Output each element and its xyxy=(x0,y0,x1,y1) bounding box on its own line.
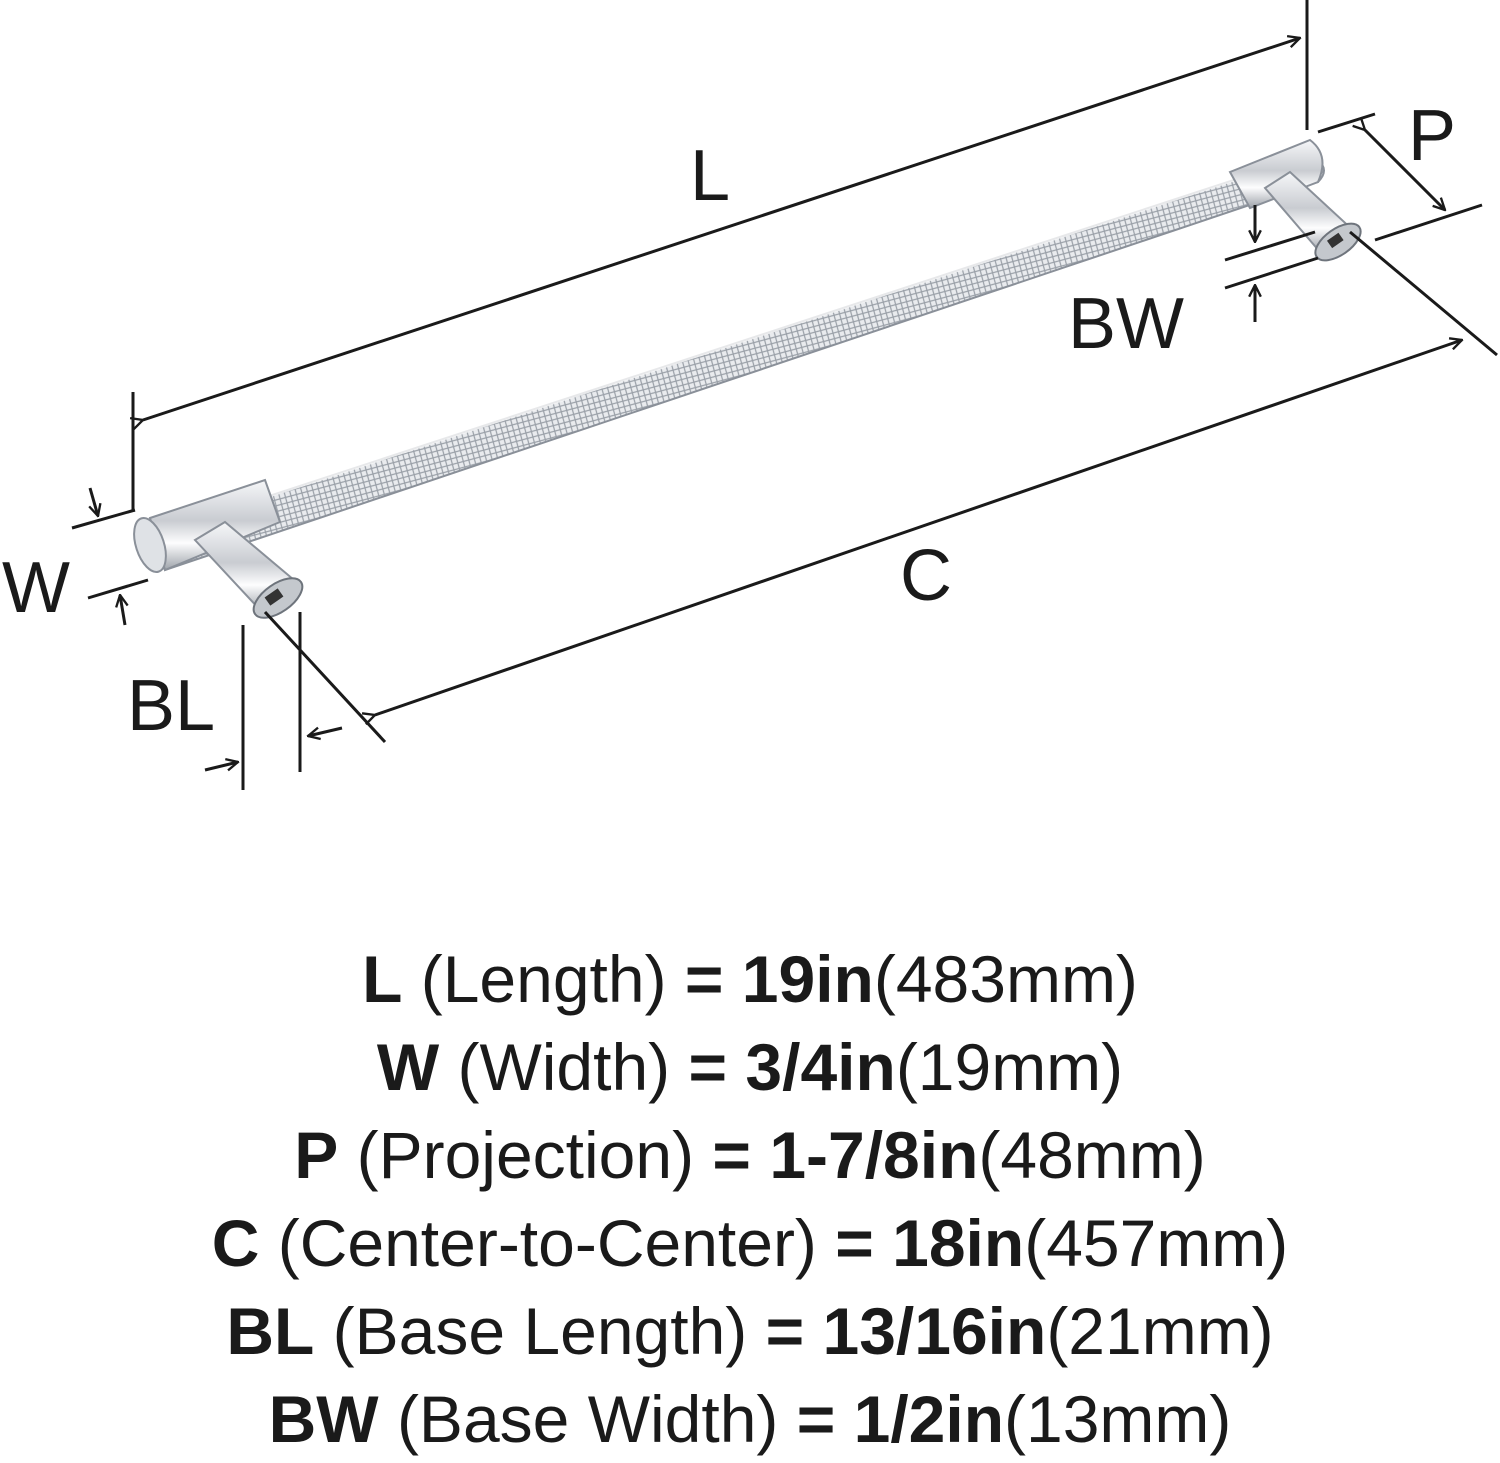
spec-metric: (13mm) xyxy=(1004,1382,1232,1456)
spec-metric: (21mm) xyxy=(1046,1294,1274,1368)
spec-equals: = xyxy=(796,1382,836,1456)
spec-metric: (457mm) xyxy=(1024,1206,1289,1280)
spec-imperial: 13/16in xyxy=(822,1294,1047,1368)
spec-name: (Width) xyxy=(457,1030,671,1104)
spec-row-center-to-center: C (Center-to-Center) = 18in(457mm) xyxy=(0,1199,1500,1287)
label-BW: BW xyxy=(1068,284,1184,364)
width-dimension: W xyxy=(2,487,149,628)
right-post xyxy=(1263,170,1362,262)
spec-code: BW xyxy=(268,1382,379,1456)
projection-dimension: P xyxy=(1317,96,1483,242)
spec-equals: = xyxy=(688,1030,728,1104)
spec-equals: = xyxy=(712,1118,751,1192)
spec-name: (Base Length) xyxy=(332,1294,748,1368)
spec-imperial: 1-7/8in xyxy=(769,1118,979,1192)
spec-equals: = xyxy=(684,942,724,1016)
spec-row-base-length: BL (Base Length) = 13/16in(21mm) xyxy=(0,1287,1500,1375)
spec-name: (Length) xyxy=(420,942,667,1016)
spec-row-length: L (Length) = 19in(483mm) xyxy=(0,935,1500,1023)
spec-equals: = xyxy=(765,1294,805,1368)
spec-imperial: 1/2in xyxy=(853,1382,1005,1456)
spec-row-width: W (Width) = 3/4in(19mm) xyxy=(0,1023,1500,1111)
handle-dimension-diagram: L P BW W C BL xyxy=(2,0,1498,790)
label-P: P xyxy=(1408,96,1456,176)
spec-name: (Projection) xyxy=(356,1118,695,1192)
spec-imperial: 3/4in xyxy=(745,1030,896,1104)
spec-metric: (483mm) xyxy=(873,942,1138,1016)
label-L: L xyxy=(690,136,730,216)
spec-name: (Center-to-Center) xyxy=(277,1206,817,1280)
length-dimension: L xyxy=(133,0,1309,512)
label-BL: BL xyxy=(127,666,215,746)
spec-code: P xyxy=(294,1118,339,1192)
spec-equals: = xyxy=(835,1206,874,1280)
label-W: W xyxy=(2,548,70,628)
specification-list: L (Length) = 19in(483mm) W (Width) = 3/4… xyxy=(0,935,1500,1463)
spec-imperial: 19in xyxy=(741,942,874,1016)
spec-metric: (19mm) xyxy=(895,1030,1124,1104)
spec-code: C xyxy=(211,1206,260,1280)
spec-code: L xyxy=(362,942,403,1016)
spec-code: W xyxy=(376,1030,440,1104)
spec-name: (Base Width) xyxy=(396,1382,779,1456)
center-to-center-dimension: C xyxy=(263,230,1498,744)
spec-row-projection: P (Projection) = 1-7/8in(48mm) xyxy=(0,1111,1500,1199)
spec-metric: (48mm) xyxy=(978,1118,1206,1192)
left-post xyxy=(193,520,304,619)
base-length-dimension: BL xyxy=(127,612,343,790)
spec-code: BL xyxy=(226,1294,315,1368)
spec-imperial: 18in xyxy=(892,1206,1025,1280)
spec-row-base-width: BW (Base Width) = 1/2in(13mm) xyxy=(0,1375,1500,1463)
label-C: C xyxy=(900,536,952,616)
